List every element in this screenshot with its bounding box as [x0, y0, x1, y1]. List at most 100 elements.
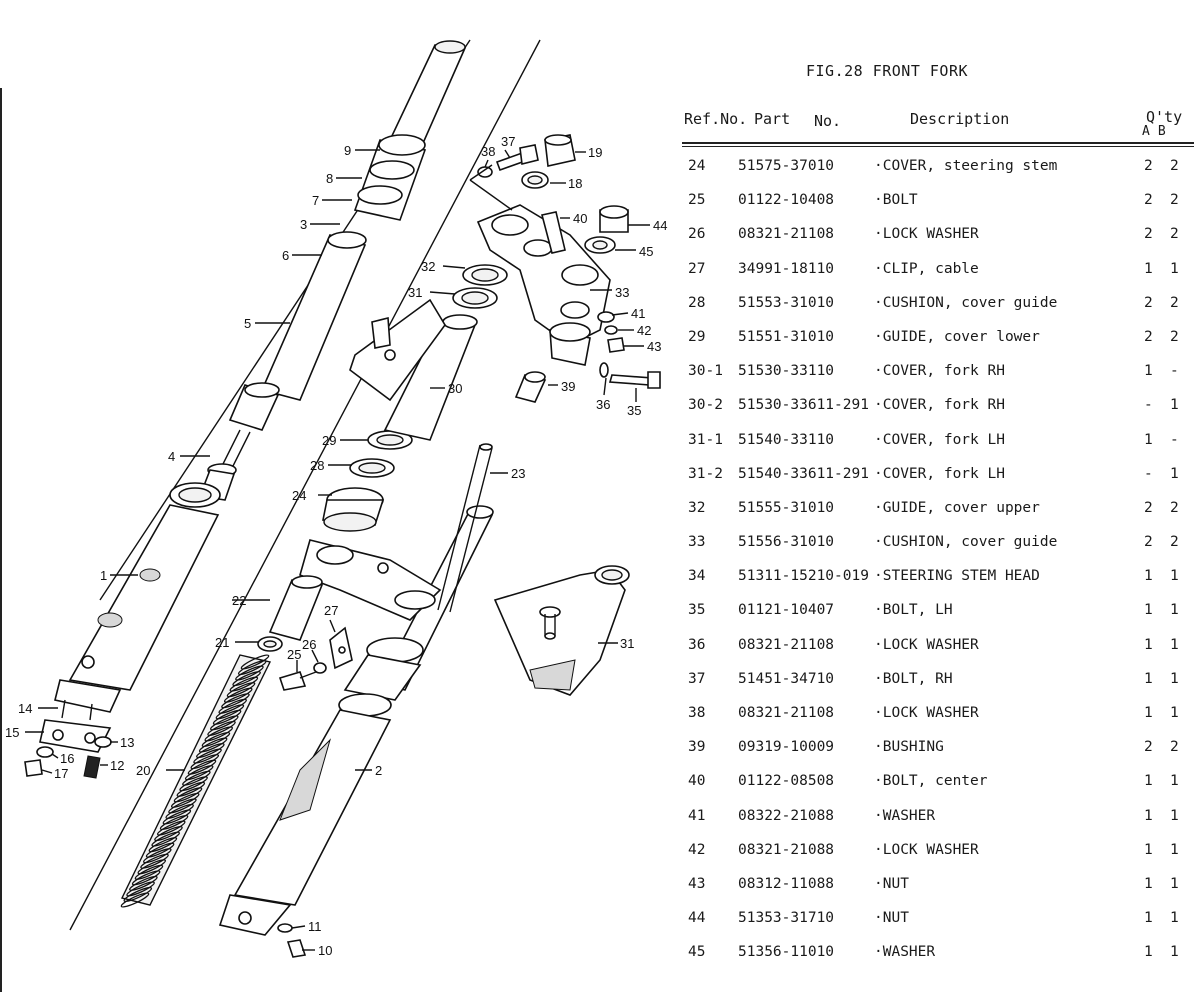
qty-b-cell: 1: [1170, 875, 1179, 892]
qty-a-cell: 1: [1144, 807, 1153, 824]
description-cell: ·LOCK WASHER: [874, 636, 979, 653]
part-number-cell: 09319-10009: [738, 739, 835, 756]
qty-b-cell: 1: [1170, 670, 1179, 687]
lower-fork-bracket: [299, 539, 442, 621]
callout-2: 2: [375, 763, 382, 778]
spring-coil: [159, 814, 189, 831]
callout-26: 26: [302, 637, 316, 652]
callout-6: 6: [282, 248, 289, 263]
part-number-cell: 08321-21108: [738, 705, 835, 721]
qty-a-cell: 2: [1144, 328, 1153, 345]
callout-7: 7: [312, 193, 319, 208]
qty-b-cell: 1: [1170, 807, 1179, 824]
callout-30: 30: [448, 381, 462, 396]
ref-cell: 29: [688, 328, 706, 345]
spring-coil: [165, 803, 194, 819]
spring-coil: [137, 859, 167, 875]
callout-16: 16: [60, 751, 74, 766]
description-cell: ·NUT: [874, 875, 909, 892]
callout-23: 23: [511, 466, 525, 481]
spring-coil: [162, 809, 192, 825]
ref-cell: 38: [688, 705, 706, 721]
fork-inner-tube-left: [198, 40, 467, 501]
callout-34: 33: [615, 285, 629, 300]
header-qty-columns: AB: [1142, 124, 1174, 139]
spring-coil: [218, 698, 247, 714]
part-number-cell: 51353-31710: [738, 910, 835, 927]
description-cell: ·BUSHING: [874, 739, 944, 756]
spring-coil: [173, 787, 203, 803]
callout-40: 40: [573, 211, 587, 226]
cable-clip-and-bolt: [278, 626, 353, 691]
qty-b-cell: 2: [1170, 534, 1179, 551]
spring-coil: [221, 693, 250, 709]
callout-42: 42: [637, 323, 651, 338]
spring-coil: [126, 881, 155, 897]
part-number-cell: 51311-15210-019: [738, 568, 869, 585]
header-qty: Q'ty: [1146, 108, 1183, 126]
callout-19: 19: [588, 145, 602, 160]
qty-a-cell: 2: [1144, 294, 1153, 311]
callout-36: 36: [596, 397, 610, 412]
callout-8: 8: [326, 171, 333, 186]
fork-cover-rh: [349, 298, 478, 441]
description-cell: ·STEERING STEM HEAD: [874, 568, 1040, 585]
callout-1: 1: [100, 568, 107, 583]
callout-18: 18: [568, 176, 582, 191]
scan-left-edge: [0, 88, 2, 992]
ref-cell: 39: [688, 739, 706, 756]
callout-37: 37: [501, 134, 515, 149]
part-number-cell: 08321-21088: [738, 841, 835, 858]
callout-12: 12: [110, 758, 124, 773]
spring-coil: [154, 826, 183, 842]
header-rule: [682, 142, 1194, 144]
ref-cell: 43: [688, 875, 706, 892]
spring-coil: [215, 704, 245, 720]
qty-b-cell: 1: [1170, 602, 1179, 619]
description-cell: ·COVER, steering stem: [874, 158, 1058, 174]
description-cell: ·BOLT: [874, 192, 918, 209]
qty-a-cell: -: [1144, 465, 1153, 482]
qty-a-cell: 1: [1144, 260, 1153, 277]
fork-spring: [120, 654, 272, 908]
header-ref-no: Ref.No.: [684, 110, 748, 128]
ref-cell: 42: [688, 841, 706, 858]
qty-a-cell: 1: [1144, 841, 1153, 858]
callout-3: 3: [300, 217, 307, 232]
callout-5: 5: [244, 316, 251, 331]
callout-43: 43: [647, 339, 661, 354]
ref-cell: 37: [688, 670, 706, 687]
spring-coil: [151, 831, 181, 847]
description-cell: ·CLIP, cable: [874, 260, 979, 277]
qty-b-cell: -: [1170, 363, 1179, 380]
callout-38: 38: [481, 144, 495, 159]
qty-b-cell: 1: [1170, 397, 1179, 414]
part-number-cell: 51540-33110: [738, 431, 835, 448]
qty-a-cell: 1: [1144, 875, 1153, 892]
callout-39: 39: [561, 379, 575, 394]
callout-22: 22: [232, 593, 246, 608]
description-cell: ·NUT: [874, 910, 909, 927]
qty-b-cell: 2: [1170, 294, 1179, 311]
callout-21: 21: [215, 635, 229, 650]
spring-coil: [196, 743, 225, 759]
spring-coil: [226, 682, 256, 698]
callout-leaders: [25, 149, 650, 951]
qty-a-cell: 2: [1144, 739, 1153, 756]
ref-cell: 44: [688, 910, 706, 927]
callout-25: 25: [287, 647, 301, 662]
ref-cell: 35: [688, 602, 706, 619]
spring-coil: [212, 709, 242, 725]
qty-b-cell: 1: [1170, 705, 1179, 721]
